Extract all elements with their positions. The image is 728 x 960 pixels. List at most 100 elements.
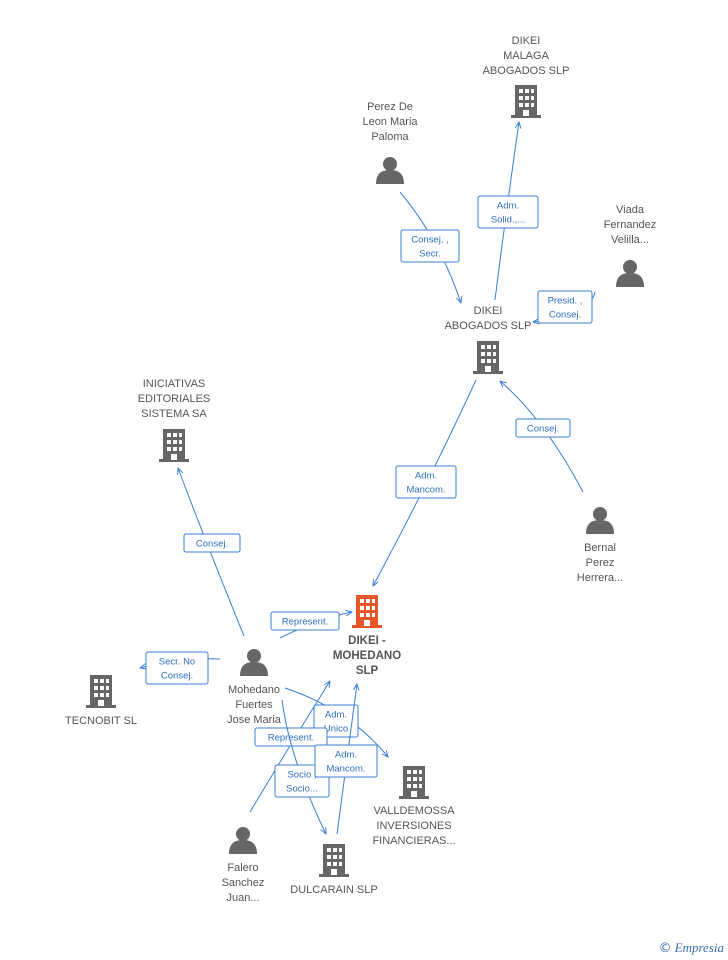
edge-label-text: Adm. — [415, 471, 437, 482]
edge-viada-to-dikei_abogados: Presid. , Consej. — [533, 290, 596, 324]
edge-mohedano-to-valldemossa: Adm.Unico — [284, 687, 388, 757]
node-label: MOHEDANO — [333, 650, 401, 662]
edge-label-text: Consej. — [161, 671, 193, 682]
copyright-icon: © — [658, 941, 672, 956]
edge-label-text: Represent. — [268, 733, 314, 744]
edges-layer: Adm. Solid.,... Consej. , Secr. Presid. , Con… — [140, 122, 596, 835]
edge-label[interactable]: Adm. Mancom. — [395, 465, 457, 499]
building-icon — [86, 675, 116, 708]
node-dulcarain[interactable]: DULCARAIN SLP — [290, 844, 378, 896]
edge-label-text: Consej. — [527, 424, 559, 435]
edge-label[interactable]: Presid. , Consej. — [537, 290, 593, 324]
node-falero[interactable]: FaleroSanchezJuan... — [222, 827, 265, 904]
edge-label-text: Socio... — [286, 784, 318, 795]
edge-label-box — [477, 195, 539, 229]
building-icon — [473, 341, 503, 374]
edge-label-text: Presid. , — [548, 296, 583, 307]
edge-label-text: Adm. — [325, 710, 347, 721]
node-label: Bernal — [584, 542, 616, 554]
edge-label-box — [183, 533, 241, 553]
edge-label-box — [537, 290, 593, 324]
edge-label-text: Secr. — [419, 249, 441, 260]
node-label: DIKEI — [512, 35, 541, 47]
person-icon — [229, 827, 257, 854]
person-icon — [616, 260, 644, 287]
edge-label-box — [395, 465, 457, 499]
node-label: EDITORIALES — [138, 393, 211, 405]
node-label: Falero — [227, 862, 258, 874]
node-label: Velilla... — [611, 234, 649, 246]
edge-label[interactable]: Represent. — [254, 727, 328, 747]
edge-label-text: Mancom. — [406, 485, 445, 496]
edge-label-text: Consej. , — [411, 235, 449, 246]
node-label: FINANCIERAS... — [372, 835, 455, 847]
node-label: DIKEI — [474, 305, 503, 317]
node-iniciativas[interactable]: INICIATIVAS EDITORIALES SISTEMA SA — [138, 378, 211, 462]
empresia-watermark: ©Empresia — [659, 940, 724, 956]
edge-label[interactable]: Represent. — [270, 611, 340, 631]
node-label: Jose Maria — [227, 714, 282, 726]
node-label: DULCARAIN SLP — [290, 884, 377, 896]
edge-label[interactable]: Consej. , Secr. — [400, 229, 460, 263]
node-tecnobit[interactable]: TECNOBIT SL — [65, 675, 137, 727]
node-dikei-malaga[interactable]: DIKEI MALAGA ABOGADOS SLP — [483, 35, 570, 118]
node-label: VALLDEMOSSA — [373, 805, 455, 817]
edge-label[interactable]: Adm. Solid.,... — [477, 195, 539, 229]
edge-dikei_abogados-to-dikei_mohedano: Adm. Mancom. — [373, 379, 477, 586]
edge-dikei_abogados-to-dikei_malaga: Adm. Solid.,... — [477, 122, 539, 301]
edge-label-text: Secr. No — [159, 657, 195, 668]
node-label: Perez — [586, 557, 615, 569]
edge-label-box — [515, 418, 571, 438]
edge-label-box — [254, 727, 328, 747]
brand-name: Empresia — [674, 940, 724, 955]
edge-label[interactable]: Adm. Mancom. — [314, 744, 378, 778]
edge-mohedano-to-dikei_mohedano: Represent. — [270, 611, 352, 639]
edge-mohedano-to-iniciativas: Consej. — [178, 468, 245, 637]
person-icon — [376, 157, 404, 184]
node-label: MALAGA — [503, 50, 550, 62]
node-label: Herrera... — [577, 572, 623, 584]
node-label: DIKEI - — [348, 635, 386, 647]
edge-perez_de_leon-to-dikei_abogados: Consej. , Secr. — [399, 191, 461, 303]
edge-label-box — [270, 611, 340, 631]
node-label: Mohedano — [228, 684, 280, 696]
edge-dulcarain-to-dikei_mohedano: Adm. Mancom. — [314, 684, 378, 835]
node-label: Paloma — [371, 131, 409, 143]
node-dikei-mohedano[interactable]: DIKEI - MOHEDANO SLP — [333, 595, 401, 677]
node-label: ABOGADOS SLP — [483, 65, 570, 77]
node-label: INICIATIVAS — [143, 378, 206, 390]
node-label: Viada — [616, 204, 645, 216]
edge-label[interactable]: Consej. — [183, 533, 241, 553]
edge-label-box — [314, 744, 378, 778]
edge-mohedano-to-tecnobit: Secr. No Consej. — [140, 651, 221, 685]
edge-label-text: Solid.,... — [491, 215, 525, 226]
node-bernal[interactable]: BernalPerezHerrera... — [577, 507, 623, 584]
node-dikei-abogados[interactable]: DIKEI ABOGADOS SLP — [445, 305, 532, 374]
edge-label-text: Adm. — [335, 750, 357, 761]
node-valldemossa[interactable]: VALLDEMOSSA INVERSIONES FINANCIERAS... — [372, 766, 456, 847]
node-viada[interactable]: ViadaFernandezVelilla... — [604, 204, 657, 287]
node-label: INVERSIONES — [376, 820, 451, 832]
edge-line — [281, 699, 326, 834]
node-label: Sanchez — [222, 877, 265, 889]
edge-label-text: Represent. — [282, 617, 328, 628]
edge-falero-to-valldemossa: Represent. — [249, 681, 330, 813]
building-icon — [511, 85, 541, 118]
node-label: Fuertes — [235, 699, 273, 711]
edge-bernal-to-dikei_abogados: Consej. — [500, 381, 584, 493]
node-label: SLP — [356, 665, 379, 677]
node-label: Perez De — [367, 101, 413, 113]
node-label: ABOGADOS SLP — [445, 320, 532, 332]
node-label: Fernandez — [604, 219, 657, 231]
node-label: SISTEMA SA — [141, 408, 207, 420]
edge-label[interactable]: Consej. — [515, 418, 571, 438]
edge-label-text: Adm. — [497, 201, 519, 212]
node-label: Juan... — [226, 892, 259, 904]
building-icon — [319, 844, 349, 877]
edge-label-text: Consej. — [549, 310, 581, 321]
edge-label[interactable]: Secr. No Consej. — [145, 651, 209, 685]
edge-label-text: Mancom. — [326, 764, 365, 775]
